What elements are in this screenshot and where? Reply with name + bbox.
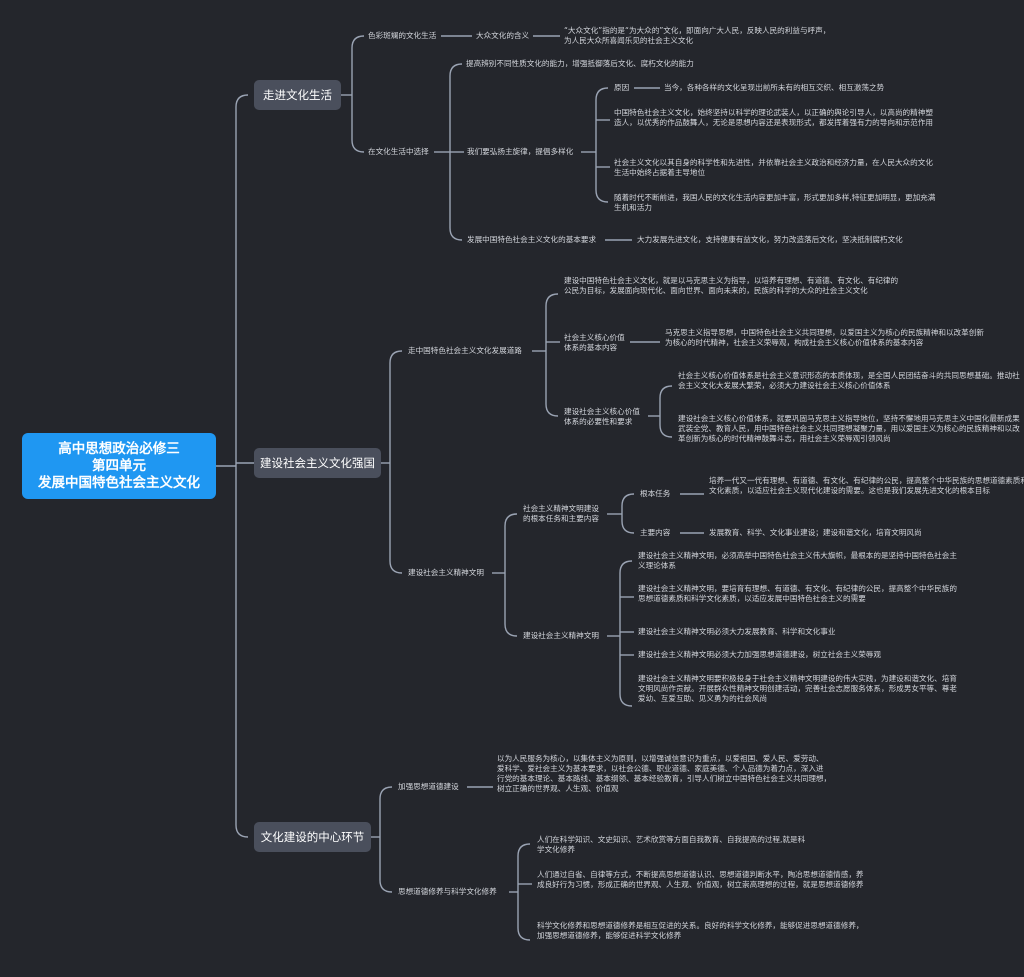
topic-core-value-content[interactable]: 社会主义核心价值 体系的基本内容 xyxy=(564,333,625,352)
topic-spiritual-civilization-build[interactable]: 建设社会主义精神文明 xyxy=(523,631,599,640)
topic-hold-high-banner[interactable]: 建设社会主义精神文明，必须高举中国特色社会主义伟大旗帜，最根本的是坚持中国特色社… xyxy=(638,551,957,570)
topic-moral-building[interactable]: 加强思想道德建设 xyxy=(398,782,459,791)
topic-practice[interactable]: 建设社会主义精神文明要积极投身于社会主义精神文明建设的伟大实践，为建设和谐文化、… xyxy=(638,674,957,703)
topic-moral-cultivation[interactable]: 人们通过自省、自律等方式，不断提高思想道德认识、思想道德判断水平，陶冶思想道德情… xyxy=(537,870,864,889)
topic-science-culture-cultivation[interactable]: 人们在科学知识、文史知识、艺术欣赏等方面自我教育、自我提高的过程,就是科 学文化… xyxy=(537,835,806,854)
topic-fundamental-task[interactable]: 根本任务 xyxy=(640,489,671,498)
topic-cultivate-citizens[interactable]: 建设社会主义精神文明，要培育有理想、有道德、有文化、有纪律的公民，提高整个中华民… xyxy=(638,584,957,603)
topic-core-value-necessity[interactable]: 建设社会主义核心价值 体系的必要性和要求 xyxy=(564,407,640,426)
topic-mass-culture-meaning[interactable]: 大众文化的含义 xyxy=(476,31,530,40)
topic-build-socialist-culture[interactable]: 建设中国特色社会主义文化，就是以马克思主义为指导，以培养有理想、有道德、有文化、… xyxy=(564,276,899,295)
topic-improve-discernment[interactable]: 提高辨别不同性质文化的能力，增强抵御落后文化、腐朽文化的能力 xyxy=(466,59,694,68)
topic-fundamental-task-detail[interactable]: 培养一代又一代有理想、有道德、有文化、有纪律的公民，提高整个中华民族的思想道德素… xyxy=(709,476,1024,495)
branch-title: 建设社会主义文化强国 xyxy=(260,456,375,470)
topic-socialist-culture-leading[interactable]: 社会主义文化以其自身的科学性和先进性，并依靠社会主义政治和经济力量，在人民大众的… xyxy=(614,158,933,177)
root-title-line2: 第四单元 xyxy=(92,457,146,474)
topic-socialist-culture-guidance[interactable]: 中国特色社会主义文化，始终坚持以科学的理论武装人，以正确的舆论引导人，以高尚的精… xyxy=(614,108,933,127)
branch-title: 走进文化生活 xyxy=(263,88,332,102)
root-title-line3: 发展中国特色社会主义文化 xyxy=(38,474,200,491)
branch-culture-power[interactable]: 建设社会主义文化强国 xyxy=(254,448,381,478)
topic-task-and-content[interactable]: 社会主义精神文明建设 的根本任务和主要内容 xyxy=(523,504,599,523)
topic-main-melody-diversity[interactable]: 我们要弘扬主旋律，提倡多样化 xyxy=(467,147,574,156)
topic-mass-culture-definition[interactable]: “大众文化”指的是“为大众的”文化，即面向广大人民，反映人民的利益与呼声， 为人… xyxy=(564,26,831,45)
topic-core-value-requirements[interactable]: 建设社会主义核心价值体系，就要巩固马克思主义指导地位，坚持不懈地用马克思主义中国… xyxy=(678,414,1020,443)
branch-culture-life[interactable]: 走进文化生活 xyxy=(254,80,341,110)
topic-culture-richer[interactable]: 随着时代不断前进，我国人民的文化生活内容更加丰富，形式更加多样,特征更加明显，更… xyxy=(614,193,936,212)
topic-moral-construction[interactable]: 建设社会主义精神文明必须大力加强思想道德建设，树立社会主义荣辱观 xyxy=(638,650,881,659)
topic-reason-detail[interactable]: 当今，各种各样的文化呈现出前所未有的相互交织、相互激荡之势 xyxy=(664,83,885,92)
topic-choice-in-culture[interactable]: 在文化生活中选择 xyxy=(368,147,429,156)
topic-main-content-detail[interactable]: 发展教育、科学、文化事业建设；建设和谐文化，培育文明风尚 xyxy=(709,528,922,537)
topic-colorful-culture[interactable]: 色彩斑斓的文化生活 xyxy=(368,31,437,40)
topic-core-value-essence[interactable]: 社会主义核心价值体系是社会主义意识形态的本质体现，是全国人民团结奋斗的共同思想基… xyxy=(678,371,1020,390)
branch-title: 文化建设的中心环节 xyxy=(260,830,365,844)
root-topic[interactable]: 高中思想政治必修三 第四单元 发展中国特色社会主义文化 xyxy=(22,433,216,499)
topic-mutual-promotion[interactable]: 科学文化修养和思想道德修养是相互促进的关系。良好的科学文化修养，能够促进思想道德… xyxy=(537,921,864,940)
topic-spiritual-civilization[interactable]: 建设社会主义精神文明 xyxy=(408,568,484,577)
branch-culture-core[interactable]: 文化建设的中心环节 xyxy=(254,822,371,852)
topic-main-content[interactable]: 主要内容 xyxy=(640,528,671,537)
topic-core-value-content-detail[interactable]: 马克思主义指导思想，中国特色社会主义共同理想，以爱国主义为核心的民族精神和以改革… xyxy=(665,328,984,347)
topic-moral-building-detail[interactable]: 以为人民服务为核心，以集体主义为原则，以增强诚信意识为重点，以爱祖国、爱人民、爱… xyxy=(497,754,832,793)
topic-basic-requirements-detail[interactable]: 大力发展先进文化，支持健康有益文化，努力改造落后文化，坚决抵制腐朽文化 xyxy=(637,235,903,244)
root-title-line1: 高中思想政治必修三 xyxy=(58,440,180,457)
topic-develop-education[interactable]: 建设社会主义精神文明必须大力发展教育、科学和文化事业 xyxy=(638,627,836,636)
topic-cultivation[interactable]: 思想道德修养与科学文化修养 xyxy=(398,887,497,896)
topic-basic-requirements[interactable]: 发展中国特色社会主义文化的基本要求 xyxy=(467,235,597,244)
topic-socialist-culture-path[interactable]: 走中国特色社会主义文化发展道路 xyxy=(408,346,522,355)
topic-reason[interactable]: 原因 xyxy=(614,83,630,92)
